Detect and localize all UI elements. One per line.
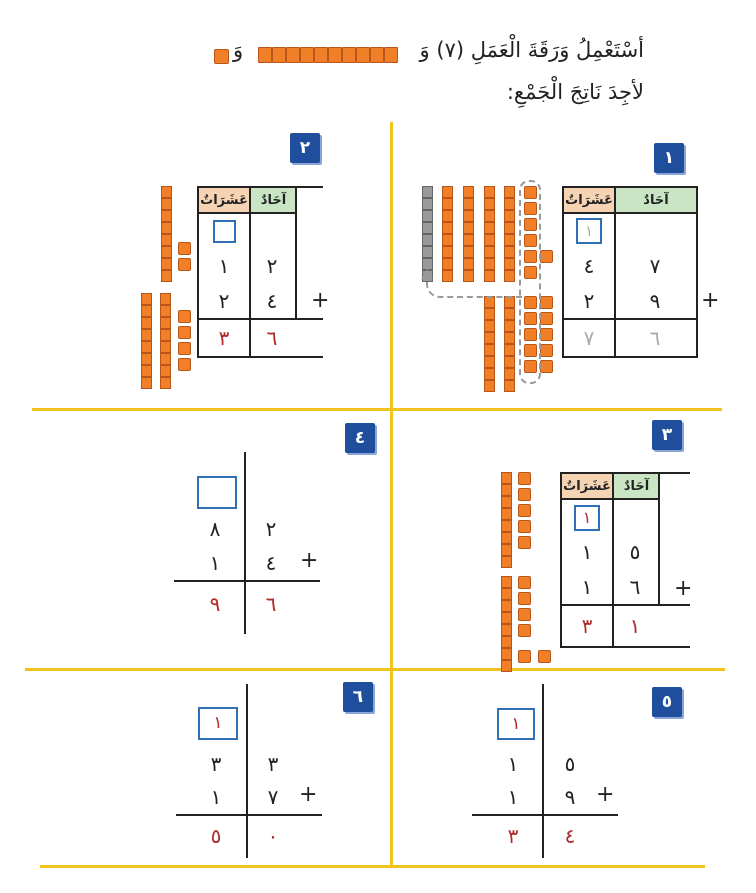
carry-digit: ١ [584, 222, 594, 240]
problem-5-vertical-rule [542, 684, 544, 858]
problem-3-number-badge: ٣ [652, 420, 682, 450]
problem-1-number-badge: ١ [654, 143, 684, 173]
problem-5-carry-box[interactable]: ١ [497, 708, 535, 740]
row2-ones: ٦ [629, 575, 641, 599]
carry-digit: ١ [582, 508, 592, 527]
tens-header: عَشَرَاتٌ [562, 474, 612, 498]
problem-5-sum-tens: ٣ [507, 824, 519, 848]
plus-sign: + [701, 288, 720, 313]
problem-6-row1-tens: ٣ [210, 752, 222, 776]
divider-h-1 [32, 408, 722, 411]
row1-tens: ٤ [583, 254, 595, 278]
problem-3-place-value-table: عَشَرَاتٌ آحَادٌ ١ ١ ٥ ١ ٦ ٣ ١ [560, 472, 690, 648]
sum-ones: ١ [629, 614, 641, 638]
problem-1-place-value-table: عَشَرَاتٌ آحَادٌ ١ ٤ ٧ ٢ ٩ ٧ ٦ [562, 186, 698, 358]
problem-4-carry-box[interactable] [197, 476, 237, 509]
ones-header: آحَادٌ [614, 474, 659, 498]
plus-sign: + [311, 288, 330, 313]
row2-ones: ٩ [649, 289, 661, 313]
instruction-line-1: أسْتَعْمِلُ وَرَقَةَ الْعَمَلِ (٧) وَ [420, 38, 644, 62]
problem-6-vertical-rule [246, 684, 248, 858]
plus-sign: + [674, 576, 693, 601]
problem-5-sum-ones: ٤ [564, 824, 576, 848]
problem-5-row1-ones: ٥ [564, 752, 576, 776]
problem-6-carry-box[interactable]: ١ [198, 707, 238, 740]
problem-4-row1-ones: ٢ [265, 517, 277, 541]
problem-6-row2-tens: ١ [210, 785, 222, 809]
divider-v [390, 122, 393, 867]
ones-header: آحَادٌ [616, 188, 696, 212]
instruction-and: وَ [233, 38, 244, 62]
unit-cube-icon [214, 49, 229, 68]
problem-4-vertical-rule [244, 452, 246, 634]
row1-tens: ١ [218, 254, 230, 278]
problem-4-sum-ones: ٦ [265, 592, 277, 616]
sum-ones: ٦ [649, 326, 661, 350]
problem-5-row2-tens: ١ [507, 785, 519, 809]
row1-ones: ٥ [629, 540, 641, 564]
divider-h-2 [25, 668, 725, 671]
row2-ones: ٤ [266, 289, 278, 313]
sum-tens: ٧ [583, 326, 595, 350]
carry-digit: ١ [511, 714, 521, 734]
row2-tens: ٢ [218, 289, 230, 313]
sum-ones: ٦ [266, 326, 278, 350]
carry-digit: ١ [213, 713, 223, 733]
divider-h-3 [40, 865, 705, 868]
problem-5-row2-ones: ٩ [564, 785, 576, 809]
row2-tens: ١ [581, 575, 593, 599]
ones-header: آحَادٌ [251, 188, 296, 212]
sum-tens: ٣ [581, 614, 593, 638]
problem-6-number-badge: ٦ [343, 682, 373, 712]
problem-5-number-badge: ٥ [652, 687, 682, 717]
instruction-text-1: أسْتَعْمِلُ وَرَقَةَ الْعَمَلِ (٧) وَ [419, 38, 644, 62]
problem-1-carry-box[interactable]: ١ [576, 218, 602, 244]
problem-2-carry-box[interactable] [213, 220, 236, 243]
problem-6-sum-rule [176, 814, 322, 816]
problem-5-row1-tens: ١ [507, 752, 519, 776]
problem-3-carry-box[interactable]: ١ [574, 505, 600, 531]
plus-sign: + [299, 782, 318, 807]
problem-2-place-value-table: عَشَرَاتٌ آحَادٌ ١ ٢ ٢ ٤ ٣ ٦ [197, 186, 323, 358]
problem-4-row2-ones: ٤ [265, 551, 277, 575]
row1-ones: ٢ [266, 254, 278, 278]
problem-5-sum-rule [472, 814, 618, 816]
problem-6-sum-ones: ٠ [267, 824, 279, 848]
sum-tens: ٣ [218, 326, 230, 350]
row2-tens: ٢ [583, 289, 595, 313]
problem-4-row1-tens: ٨ [209, 517, 221, 541]
problem-2-number-badge: ٢ [290, 133, 320, 163]
problem-4-sum-tens: ٩ [209, 592, 221, 616]
problem-4-sum-rule [174, 580, 320, 582]
plus-sign: + [300, 548, 319, 573]
row1-ones: ٧ [649, 254, 661, 278]
plus-sign: + [596, 782, 615, 807]
row1-tens: ١ [581, 540, 593, 564]
tens-header: عَشَرَاتٌ [564, 188, 614, 212]
problem-4-row2-tens: ١ [209, 551, 221, 575]
ten-rod-icon [258, 47, 398, 67]
tens-header: عَشَرَاتٌ [199, 188, 249, 212]
problem-6-row2-ones: ٧ [267, 785, 279, 809]
problem-4-number-badge: ٤ [345, 423, 375, 453]
problem-6-sum-tens: ٥ [210, 824, 222, 848]
problem-6-row1-ones: ٣ [267, 752, 279, 776]
instruction-line-2: لأجِدَ نَاتِجَ الْجَمْعِ: [506, 80, 644, 104]
